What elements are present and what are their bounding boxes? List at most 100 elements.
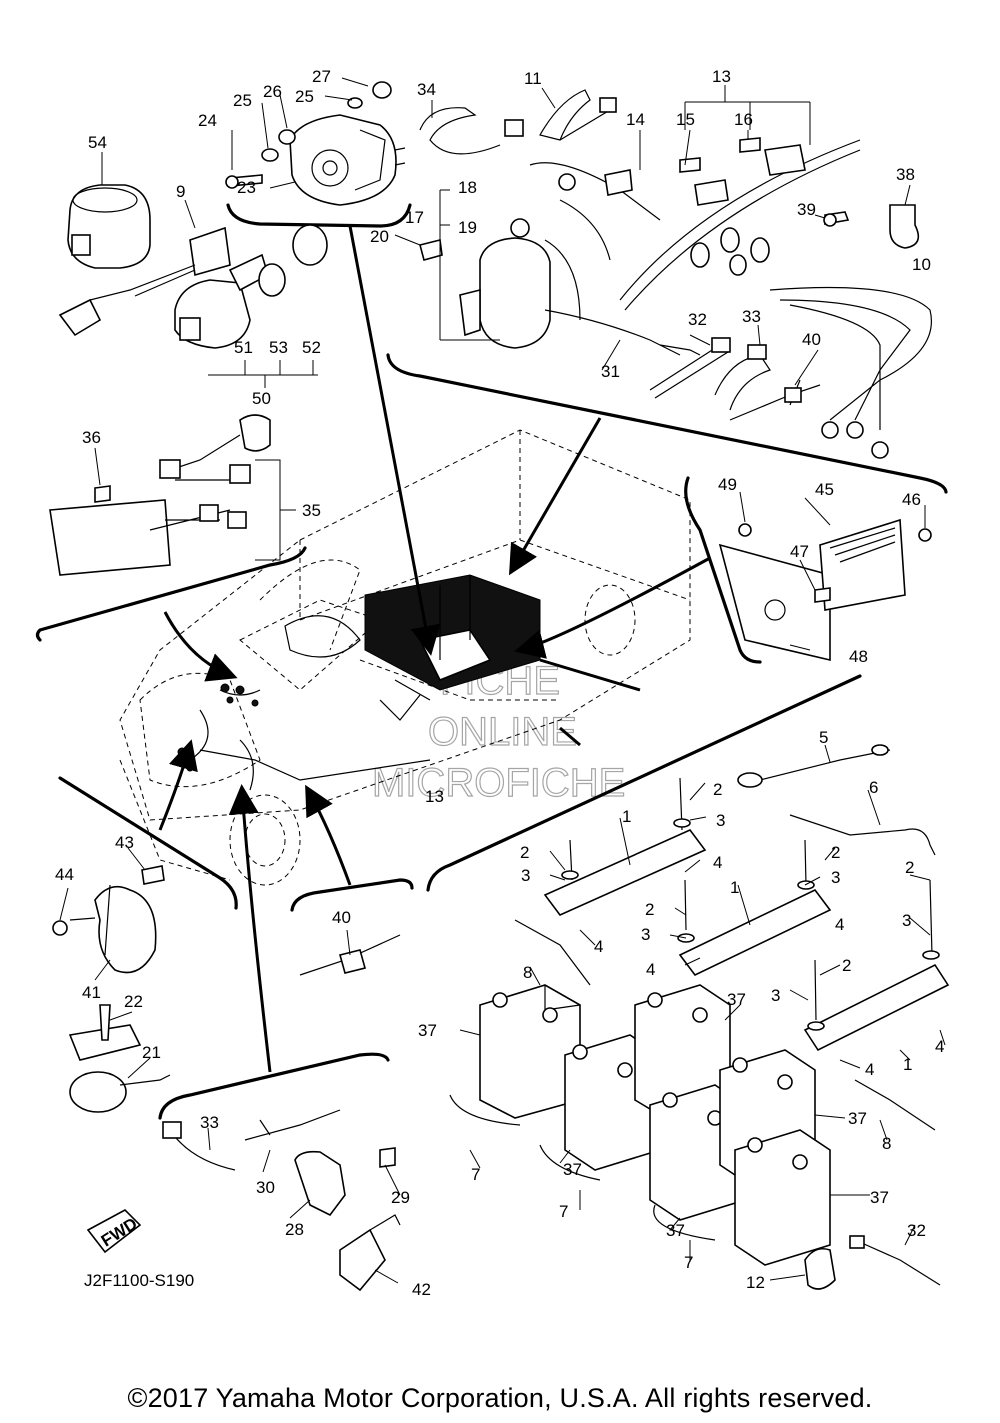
callout-9: 9 — [176, 182, 185, 201]
callout-15: 15 — [676, 110, 695, 129]
callout-3c: 3 — [831, 868, 840, 887]
cable-set-10 — [690, 227, 932, 459]
callout-1b: 1 — [730, 878, 739, 897]
callout-41: 41 — [82, 983, 101, 1002]
callout-2a: 2 — [713, 780, 722, 799]
callout-37a: 37 — [727, 990, 746, 1009]
diagram-code: J2F1100-S190 — [84, 1271, 194, 1290]
callout-50: 50 — [252, 389, 271, 408]
tie-strap-34 — [419, 107, 524, 155]
callout-6: 6 — [869, 778, 878, 797]
callout-38: 38 — [896, 165, 915, 184]
switch-9 — [58, 226, 231, 337]
callout-7a: 7 — [471, 1165, 480, 1184]
callout-22: 22 — [124, 992, 143, 1011]
callout-29: 29 — [391, 1188, 410, 1207]
callout-12: 12 — [746, 1273, 765, 1292]
callout-3e: 3 — [641, 925, 650, 944]
switch-assembly-23 — [225, 81, 406, 206]
callout-49: 49 — [718, 475, 737, 494]
callout-10: 10 — [912, 255, 931, 274]
callout-37f: 37 — [666, 1221, 685, 1240]
callout-4c: 4 — [594, 937, 603, 956]
wire-harness-13 — [419, 101, 861, 356]
svg-text:MICROFICHE: MICROFICHE — [372, 761, 625, 805]
ties-31-40 — [649, 337, 821, 421]
callout-7c: 7 — [684, 1253, 693, 1272]
vehicle-outline — [119, 429, 691, 886]
callout-54: 54 — [88, 133, 107, 152]
group-brackets — [35, 203, 948, 1120]
callout-2b: 2 — [520, 843, 529, 862]
lower-left-parts: FWD — [52, 865, 941, 1292]
callout-34: 34 — [417, 80, 436, 99]
meter-54 — [67, 184, 151, 269]
callout-37c: 37 — [848, 1109, 867, 1128]
callout-labels: 27 26 25 25 24 23 54 9 34 11 13 14 15 16… — [55, 67, 944, 1299]
callout-21: 21 — [142, 1043, 161, 1062]
callout-25b: 25 — [295, 87, 314, 106]
callout-20: 20 — [370, 227, 389, 246]
callout-19: 19 — [458, 218, 477, 237]
callout-3b: 3 — [521, 866, 530, 885]
callout-37b: 37 — [418, 1021, 437, 1040]
callout-1a: 1 — [622, 807, 631, 826]
callout-5: 5 — [819, 728, 828, 747]
leader-lines — [59, 77, 946, 1284]
callout-40b: 40 — [332, 908, 351, 927]
cables-5-8 — [449, 744, 936, 1241]
callout-44: 44 — [55, 865, 74, 884]
hold-down-brackets — [543, 777, 950, 1052]
callout-53: 53 — [269, 338, 288, 357]
callout-31: 31 — [601, 362, 620, 381]
callout-46: 46 — [902, 490, 921, 509]
callout-26: 26 — [263, 82, 282, 101]
callout-24: 24 — [198, 111, 217, 130]
watermark: FICHE ONLINE MICROFICHE — [371, 658, 626, 805]
callout-8a: 8 — [523, 963, 532, 982]
batteries-37 — [479, 984, 831, 1266]
callout-32b: 32 — [907, 1221, 926, 1240]
callout-33b: 33 — [200, 1113, 219, 1132]
callout-43: 43 — [115, 833, 134, 852]
callout-4e: 4 — [935, 1037, 944, 1056]
callout-2c: 2 — [831, 843, 840, 862]
callout-30: 30 — [256, 1178, 275, 1197]
callout-39: 39 — [797, 200, 816, 219]
clamp-38 — [823, 204, 920, 249]
callout-51: 51 — [234, 338, 253, 357]
callout-25: 25 — [233, 91, 252, 110]
callout-23: 23 — [237, 178, 256, 197]
callout-28: 28 — [285, 1220, 304, 1239]
callout-32: 32 — [688, 310, 707, 329]
callout-18: 18 — [458, 178, 477, 197]
callout-37d: 37 — [563, 1160, 582, 1179]
copyright-notice: ©2017 Yamaha Motor Corporation, U.S.A. A… — [127, 1383, 873, 1413]
callout-4d: 4 — [646, 960, 655, 979]
callout-13: 13 — [712, 67, 731, 86]
callout-4a: 4 — [713, 853, 722, 872]
callout-40: 40 — [802, 330, 821, 349]
callout-2f: 2 — [842, 956, 851, 975]
callout-48: 48 — [849, 647, 868, 666]
callout-4f: 4 — [865, 1060, 874, 1079]
svg-text:ONLINE: ONLINE — [428, 710, 577, 754]
callout-16: 16 — [734, 110, 753, 129]
callout-13b: 13 — [425, 787, 444, 806]
callout-33: 33 — [742, 307, 761, 326]
controller-35 — [49, 414, 296, 576]
callout-1c: 1 — [903, 1055, 912, 1074]
callout-42: 42 — [412, 1280, 431, 1299]
callout-36: 36 — [82, 428, 101, 447]
main-switch-50 — [174, 224, 328, 388]
callout-3a: 3 — [716, 811, 725, 830]
callout-2e: 2 — [645, 900, 654, 919]
callout-7b: 7 — [559, 1202, 568, 1221]
charger-45 — [718, 518, 932, 662]
callout-11: 11 — [524, 69, 542, 88]
callout-35: 35 — [302, 501, 321, 520]
callout-3f: 3 — [771, 986, 780, 1005]
callout-14: 14 — [626, 110, 645, 129]
callout-45: 45 — [815, 480, 834, 499]
